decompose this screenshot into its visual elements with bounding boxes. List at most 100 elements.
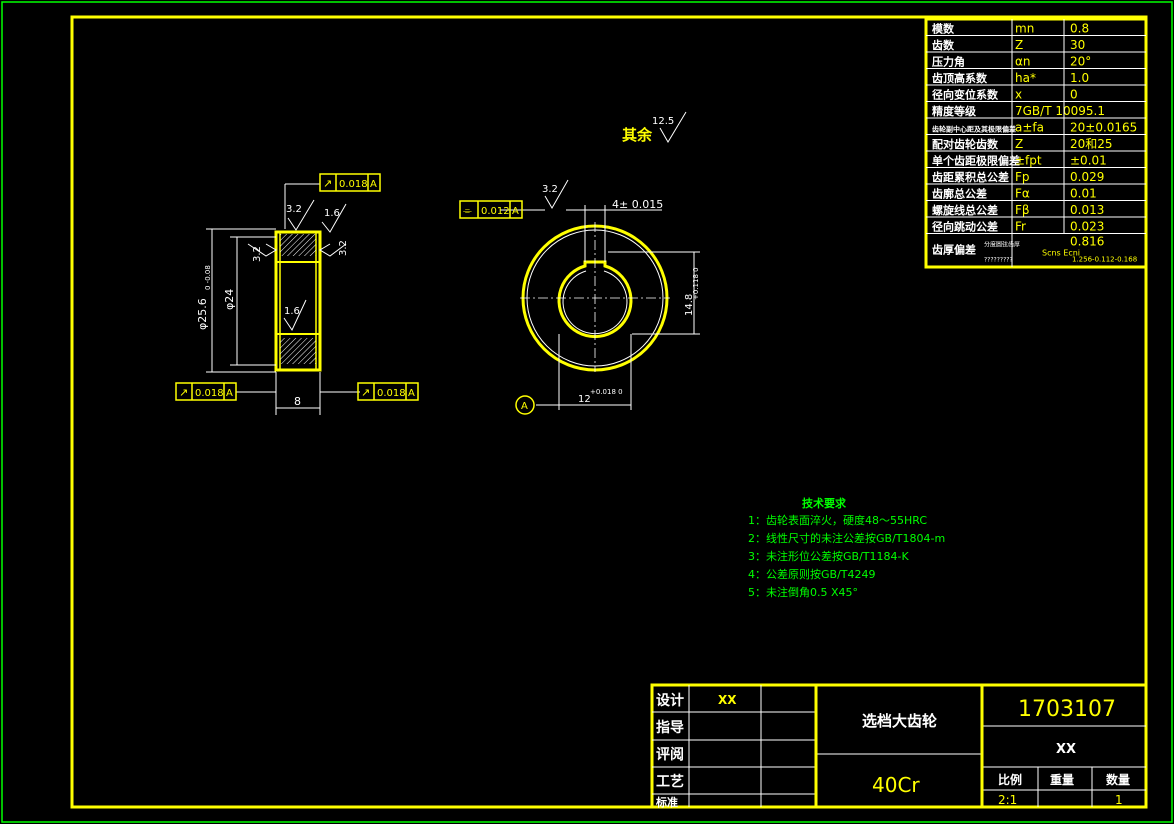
param-value: 0.01 <box>1070 187 1097 201</box>
param-value: 0.013 <box>1070 203 1104 217</box>
svg-text:A: A <box>226 388 233 399</box>
param-value: 0.8 <box>1070 22 1089 36</box>
param-value: 0.029 <box>1070 170 1104 184</box>
param-name: 齿顶高系数 <box>932 71 988 85</box>
param-name: 齿数 <box>932 38 955 52</box>
roughness-rest: 其余 12.5 <box>622 111 687 144</box>
front-datum: A <box>521 401 528 412</box>
thickness-value2: 1.256-0.112-0.168 <box>1072 256 1137 264</box>
side-dim-outer: φ25.6 <box>196 298 209 330</box>
tech-item-2: 2：线性尺寸的未注公差按GB/T1804-m <box>748 531 945 545</box>
svg-text:A: A <box>408 388 415 399</box>
tech-requirements: 技术要求 1：齿轮表面淬火，硬度48～55HRC 2：线性尺寸的未注公差按GB/… <box>748 496 945 599</box>
front-dim-bore: 12 <box>578 394 591 405</box>
svg-text:0.018: 0.018 <box>195 388 224 399</box>
side-dim-width: 8 <box>294 395 301 408</box>
param-name: 单个齿距极限偏差 <box>932 154 1020 168</box>
tb-row-1: 设计 <box>656 692 684 709</box>
tech-item-5: 5：未注倒角0.5 X45° <box>748 585 858 599</box>
roughness-rest-value: 12.5 <box>652 116 674 127</box>
param-value: 20° <box>1070 55 1091 69</box>
side-gtol-left: ↗ 0.018 A <box>175 382 237 401</box>
roughness-rest-label: 其余 <box>622 126 653 144</box>
param-symbol: a±fa <box>1015 121 1044 135</box>
param-symbol: Fp <box>1015 170 1030 184</box>
param-symbol: Fα <box>1015 187 1030 201</box>
tech-item-4: 4：公差原则按GB/T4249 <box>748 567 876 581</box>
svg-text:↗: ↗ <box>361 386 370 399</box>
side-gtol-top: ↗ 0.018 A <box>319 173 381 192</box>
tb-qty: 1 <box>1115 793 1123 807</box>
tb-org: XX <box>1056 742 1076 757</box>
param-value: ±0.01 <box>1070 154 1107 168</box>
side-view: φ25.6 0 -0.08 φ24 8 3.2 1.6 3.2 3.2 1.6 … <box>175 173 419 415</box>
param-name: 齿廓总公差 <box>932 187 987 201</box>
param-name: 径向跳动公差 <box>932 220 998 234</box>
thickness-sub: 分度圆弦齿厚 <box>984 241 1020 249</box>
thickness-name: 齿厚偏差 <box>932 243 976 257</box>
tb-h-qty: 数量 <box>1106 772 1130 787</box>
svg-text:A: A <box>370 179 377 190</box>
tb-drawing-no: 1703107 <box>1018 697 1116 722</box>
front-dim-key: 4± 0.015 <box>612 198 663 211</box>
tech-item-3: 3：未注形位公差按GB/T1184-K <box>748 549 909 563</box>
param-symbol: 7GB/T 10095.1 <box>1015 104 1105 118</box>
tb-row-5: 标准 <box>655 795 678 809</box>
param-symbol: ±fpt <box>1015 154 1042 168</box>
tb-row-2: 指导 <box>656 719 684 736</box>
side-rough-e: 1.6 <box>284 306 300 317</box>
param-value: 0 <box>1070 88 1078 102</box>
param-symbol: αn <box>1015 55 1031 69</box>
param-symbol: Z <box>1015 137 1023 151</box>
front-rough: 3.2 <box>542 184 558 195</box>
svg-text:↗: ↗ <box>179 386 188 399</box>
side-rough-b: 1.6 <box>324 208 340 219</box>
tb-designer: XX <box>718 693 737 707</box>
side-gtol-right: ↗ 0.018 A <box>357 382 419 401</box>
svg-text:0.012: 0.012 <box>481 206 510 217</box>
param-symbol: mn <box>1015 22 1034 36</box>
side-dim-outer-tol: 0 -0.08 <box>204 265 212 290</box>
param-name: 齿轮副中心距及其极限偏差 <box>932 125 1016 134</box>
param-name: 模数 <box>932 22 955 36</box>
param-name: 配对齿轮齿数 <box>932 137 999 151</box>
tb-material: 40Cr <box>872 773 920 797</box>
svg-text:0.018: 0.018 <box>377 388 406 399</box>
param-name: 螺旋线总公差 <box>932 203 998 217</box>
thickness-sub2: ????????? <box>984 257 1013 264</box>
tb-h-scale: 比例 <box>998 772 1022 787</box>
tech-title: 技术要求 <box>802 496 847 510</box>
tb-scale: 2:1 <box>998 793 1017 807</box>
svg-text:A: A <box>512 206 519 217</box>
front-dim-height: 14.8 <box>684 294 695 316</box>
tb-h-weight: 重量 <box>1050 772 1074 787</box>
front-gtol: ⌯ 0.012 A <box>459 200 523 219</box>
param-value: 1.0 <box>1070 71 1089 85</box>
tb-part-name: 选档大齿轮 <box>862 712 937 730</box>
param-value: 20和25 <box>1070 137 1113 151</box>
svg-text:⌯: ⌯ <box>463 204 472 217</box>
param-symbol: Fβ <box>1015 203 1030 217</box>
param-name: 压力角 <box>932 55 965 69</box>
tb-row-4: 工艺 <box>656 773 684 790</box>
thickness-value: 0.816 <box>1070 235 1104 249</box>
side-dim-bore: φ24 <box>223 289 236 310</box>
param-symbol: x <box>1015 88 1022 102</box>
front-dim-bore-tol: +0.018 0 <box>590 388 623 396</box>
param-name: 径向变位系数 <box>932 88 999 102</box>
param-symbol: Z <box>1015 38 1023 52</box>
param-value: 0.023 <box>1070 220 1104 234</box>
param-value: 30 <box>1070 38 1085 52</box>
side-rough-a: 3.2 <box>286 204 302 215</box>
title-block: 设计 指导 评阅 工艺 标准 XX 选档大齿轮 40Cr 1703107 XX … <box>650 683 1148 809</box>
drawing-frame <box>70 15 1148 809</box>
param-symbol: Fr <box>1015 220 1026 234</box>
side-rough-c: 3.2 <box>252 246 263 262</box>
svg-text:0.018: 0.018 <box>339 179 368 190</box>
svg-text:↗: ↗ <box>323 177 332 190</box>
tb-row-3: 评阅 <box>656 746 684 763</box>
thickness-symbol: Scns Ecni <box>1042 249 1080 258</box>
